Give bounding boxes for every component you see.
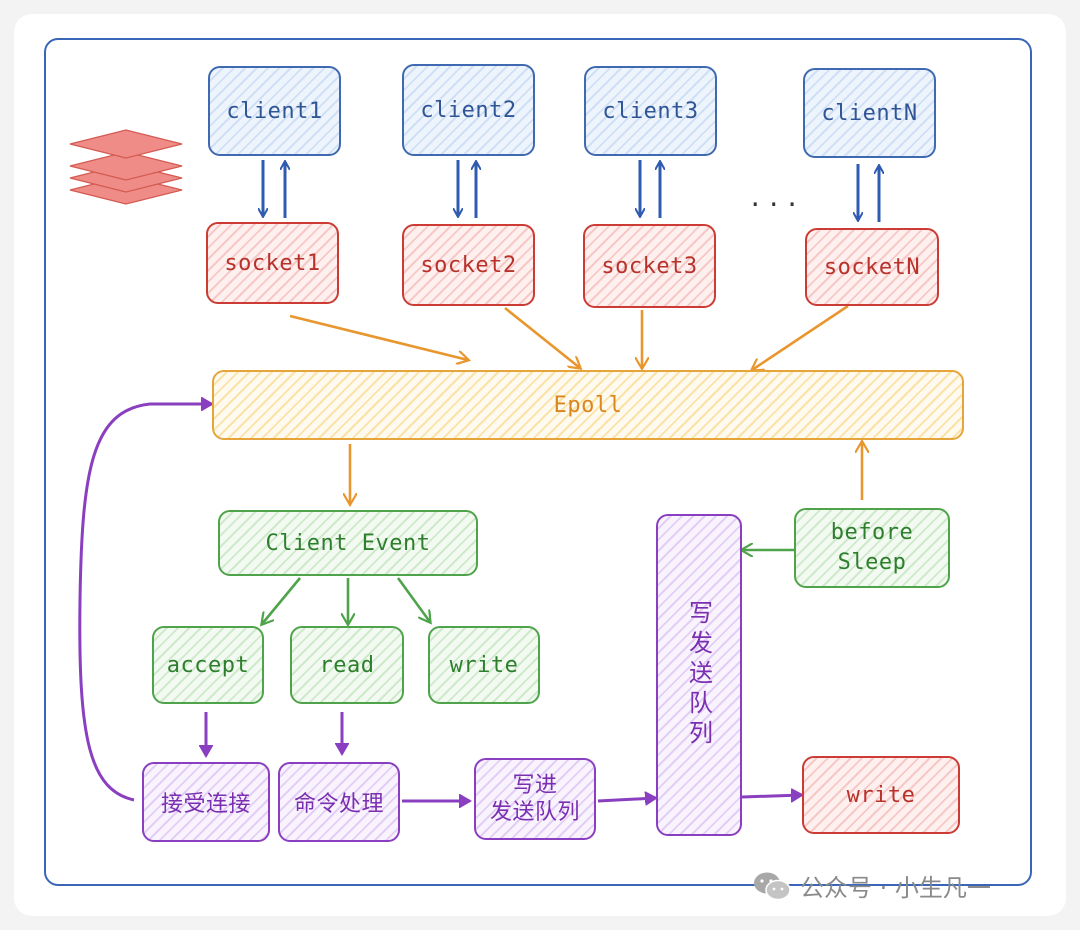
client-node[interactable]: client3 (584, 66, 717, 156)
wechat-icon (754, 872, 791, 900)
watermark: 公众号 · 小生凡一 (752, 868, 991, 903)
write-into-queue-node[interactable]: 写进 发送队列 (474, 758, 596, 840)
socket-node[interactable]: socket1 (206, 222, 339, 304)
before-sleep-node[interactable]: before Sleep (794, 508, 950, 588)
client-node[interactable]: client2 (402, 64, 535, 156)
accept-node[interactable]: accept (152, 626, 264, 704)
socket-node[interactable]: socket2 (402, 224, 535, 306)
epoll-bar[interactable]: Epoll (212, 370, 964, 440)
write-output-node[interactable]: write (802, 756, 960, 834)
socket-node[interactable]: socket3 (583, 224, 716, 308)
socket-epoll-arrows (289, 304, 862, 504)
diagram-frame (44, 38, 1032, 886)
client-event-node[interactable]: Client Event (218, 510, 478, 576)
event-arrows (262, 550, 796, 624)
watermark-text: 公众号 · 小生凡一 (800, 874, 991, 902)
read-node[interactable]: read (290, 626, 404, 704)
client-socket-arrows (263, 160, 879, 222)
accept-connection-node[interactable]: 接受连接 (142, 762, 270, 842)
client-node[interactable]: clientN (803, 68, 936, 158)
command-process-node[interactable]: 命令处理 (278, 762, 400, 842)
client-node[interactable]: client1 (208, 66, 341, 156)
flow-arrows (78, 404, 802, 801)
layers-icon (69, 129, 183, 205)
ellipsis: ... (748, 184, 804, 212)
write-queue-node[interactable]: 写发送队列 (656, 514, 742, 836)
write-event-node[interactable]: write (428, 626, 540, 704)
socket-node[interactable]: socketN (805, 228, 939, 306)
